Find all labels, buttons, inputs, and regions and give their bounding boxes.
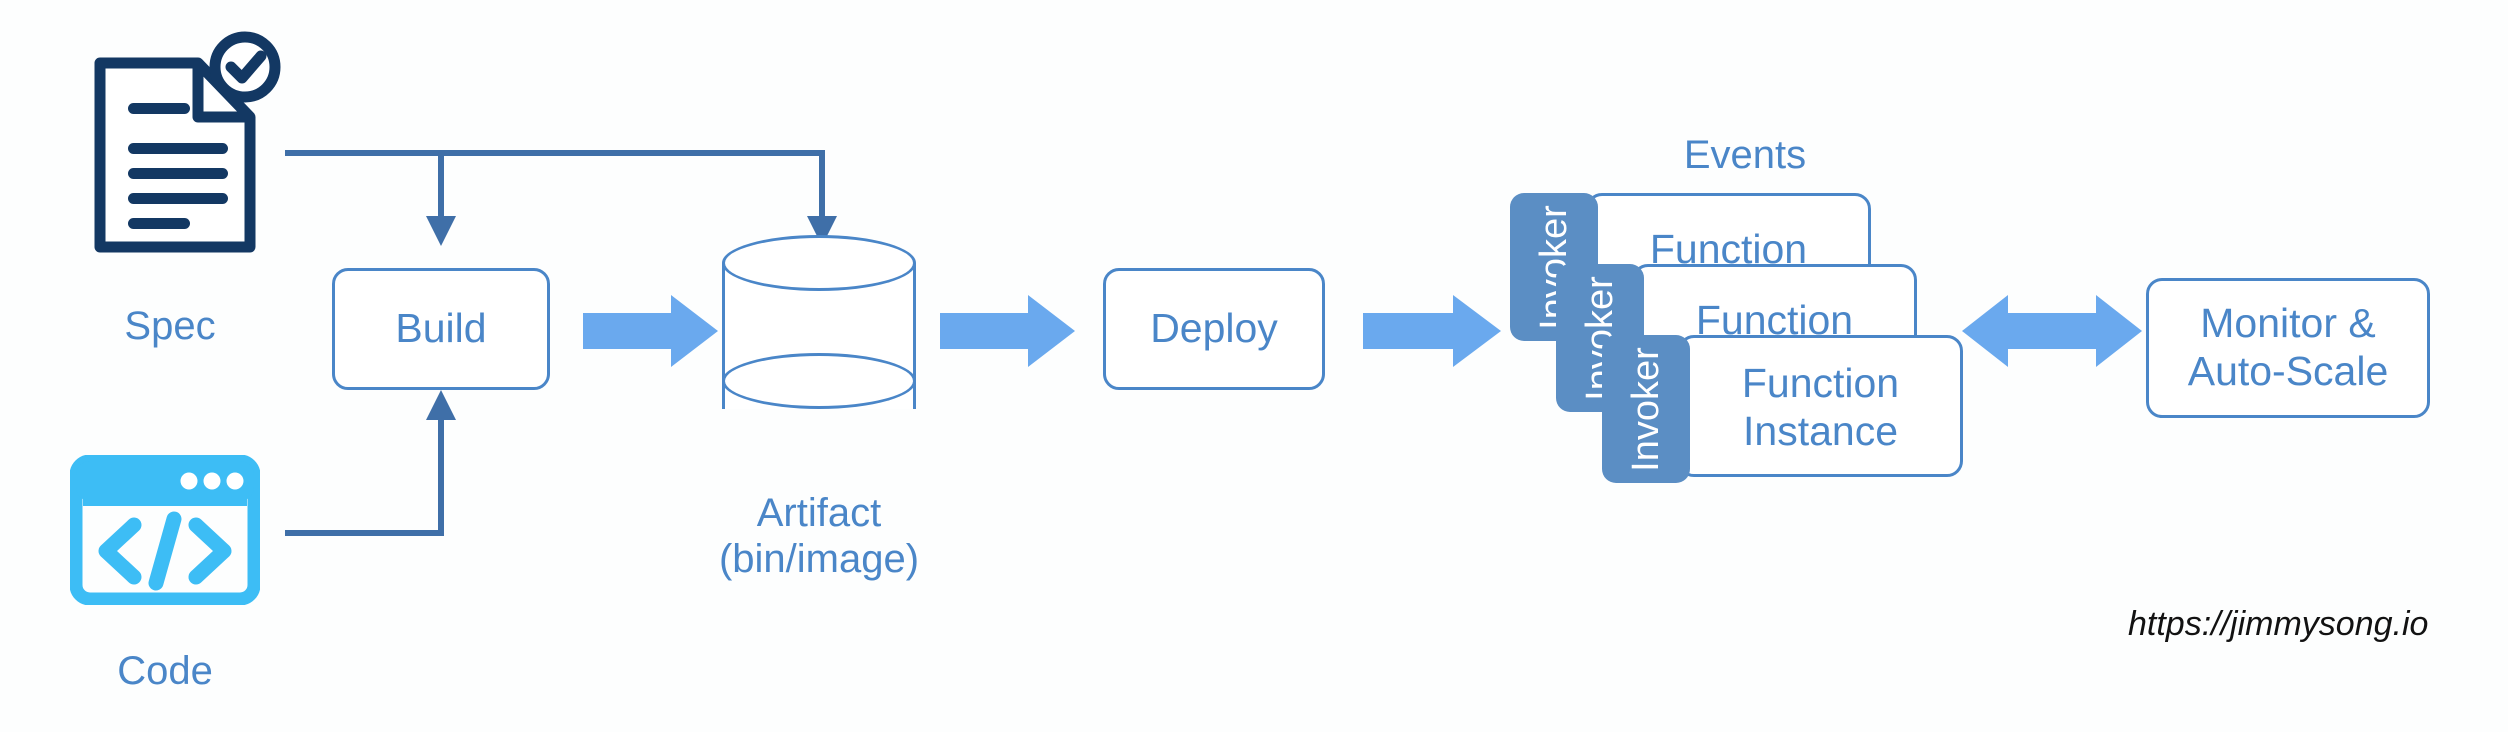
monitor-box[interactable]: Monitor & Auto-Scale [2146,278,2430,418]
spec-connector-build-arrowhead [426,216,456,246]
deploy-label: Deploy [1150,305,1278,352]
spec-node[interactable] [80,25,300,285]
document-check-icon [94,31,281,253]
build-box[interactable]: Build [332,268,550,390]
arrowhead-left [1962,295,2008,367]
watermark-url: https://jimmysong.io [2128,605,2429,643]
code-window-icon [69,454,261,606]
code-connector-up [438,420,444,536]
events-label: Events [1683,133,1807,177]
code-connector-arrowhead [426,390,456,420]
code-label: Code [117,649,213,693]
spec-connector-down-build [438,150,444,222]
spec-connector-horizontal [285,150,825,156]
build-label: Build [395,305,487,352]
artifact-label: Artifact (bin/image) [718,491,920,582]
arrow-artifact-to-deploy [940,295,1075,367]
code-node[interactable] [69,454,261,606]
monitor-label: Monitor & Auto-Scale [2187,300,2389,394]
arrow-functions-to-monitor [1962,295,2142,367]
arrowhead-right [2096,295,2142,367]
invoker-tab-front-label: Invoker [1624,346,1667,472]
spec-connector-down-artifact [819,150,825,222]
function-card-front-label: Function Instance [1741,360,1900,454]
arrow-deploy-to-functions [1363,295,1503,367]
spec-label: Spec [124,304,216,348]
artifact-cylinder[interactable] [722,235,916,437]
deploy-box[interactable]: Deploy [1103,268,1325,390]
function-card-front[interactable]: Function Instance [1678,335,1963,477]
invoker-tab-front[interactable]: Invoker [1602,335,1690,483]
function-instance-stack: Function Instance Invoker Function Insta… [1510,185,1963,490]
arrow-build-to-artifact [583,295,718,367]
code-connector-horizontal [285,530,444,536]
